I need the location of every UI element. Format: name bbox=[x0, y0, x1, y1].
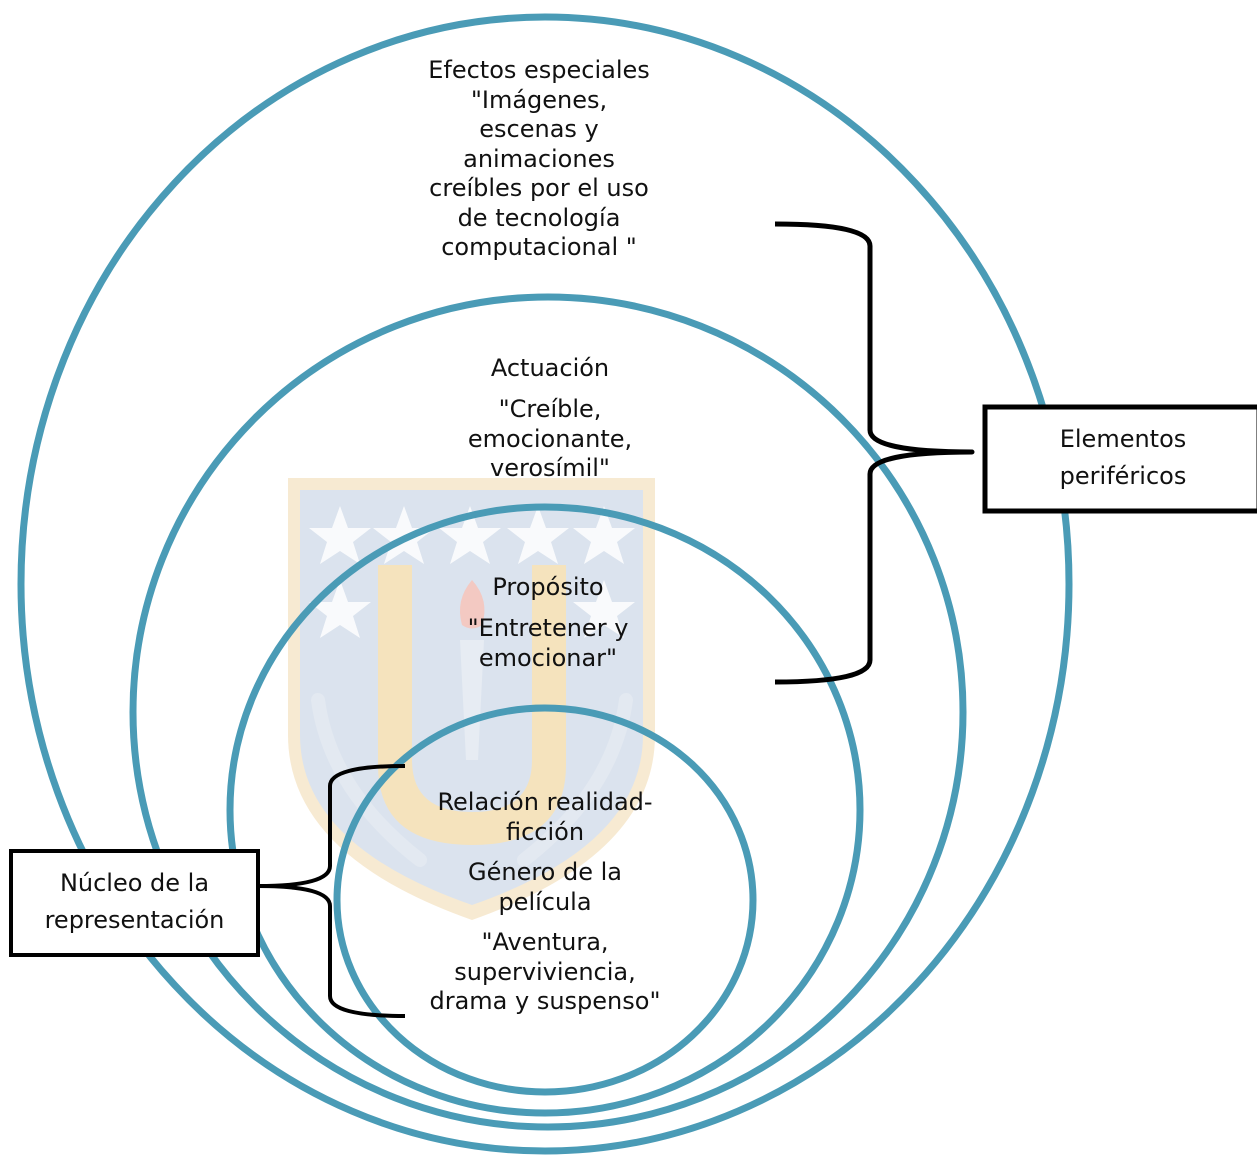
text-line: animaciones bbox=[463, 144, 615, 173]
crest-star bbox=[573, 580, 635, 638]
crest-laurel-left bbox=[311, 693, 427, 867]
ring-efectos-especiales-text: Efectos especiales "Imágenes, escenas y … bbox=[389, 56, 689, 263]
ring-actuacion-title: Actuación bbox=[490, 354, 610, 382]
crest-star bbox=[507, 506, 569, 564]
text-line: de tecnología bbox=[457, 203, 621, 232]
text-line: "Entretener y bbox=[467, 614, 629, 642]
text-line: Efectos especiales bbox=[428, 56, 650, 84]
text-line: computacional " bbox=[441, 233, 637, 261]
callout-core-label: Núcleo de la representación bbox=[14, 865, 255, 939]
crest-star bbox=[439, 506, 501, 564]
text-line: Relación realidad- bbox=[437, 788, 653, 816]
text-line: "Creíble, bbox=[498, 395, 602, 423]
callout-peripheral-label: Elementos periféricos bbox=[990, 421, 1256, 495]
text-line: película bbox=[498, 887, 592, 916]
text-line: ficción bbox=[505, 817, 585, 846]
text-line: representación bbox=[44, 906, 225, 934]
ring-proposito-title: Propósito bbox=[492, 573, 604, 601]
ring-nucleo bbox=[333, 704, 757, 1096]
bracket-peripheral bbox=[774, 221, 975, 685]
crest-star bbox=[309, 580, 371, 638]
text-line: creíbles por el uso bbox=[429, 174, 649, 202]
crest-u-shape bbox=[378, 565, 566, 845]
text-line: verosímil" bbox=[490, 454, 610, 482]
ring-proposito-text: "Entretener y emocionar" bbox=[398, 614, 698, 673]
text-line: "Aventura, bbox=[481, 928, 609, 956]
box-peripheral bbox=[982, 404, 1257, 514]
crest-flame bbox=[459, 580, 485, 629]
text-line: Género de la bbox=[468, 858, 622, 886]
text-line: emocionar" bbox=[478, 643, 618, 672]
text-line: escenas y bbox=[479, 115, 599, 143]
crest-star bbox=[309, 506, 371, 564]
ring-proposito bbox=[226, 503, 864, 1117]
text-line: periféricos bbox=[1059, 462, 1187, 490]
crest-torch bbox=[460, 640, 484, 760]
crest-star bbox=[373, 506, 435, 564]
text-line: superviviencia, bbox=[454, 957, 636, 986]
ring-nucleo-text: "Aventura, superviviencia, drama y suspe… bbox=[395, 928, 695, 1017]
text-line: drama y suspenso" bbox=[429, 987, 661, 1015]
text-line: Núcleo de la bbox=[59, 869, 210, 897]
crest-stars bbox=[309, 506, 635, 638]
text-line: Elementos bbox=[1059, 425, 1187, 453]
ring-actuacion bbox=[129, 293, 967, 1131]
ring-nucleo-subtitle: Género de la película bbox=[395, 858, 695, 917]
text-line: "Imágenes, bbox=[470, 85, 608, 114]
box-core bbox=[9, 849, 260, 957]
ring-actuacion-text: "Creíble, emocionante, verosímil" bbox=[400, 395, 700, 484]
crest-star bbox=[573, 506, 635, 564]
ring-efectos-especiales bbox=[17, 13, 1073, 1155]
ring-nucleo-title: Relación realidad- ficción bbox=[395, 788, 695, 847]
text-line: emocionante, bbox=[467, 424, 633, 453]
